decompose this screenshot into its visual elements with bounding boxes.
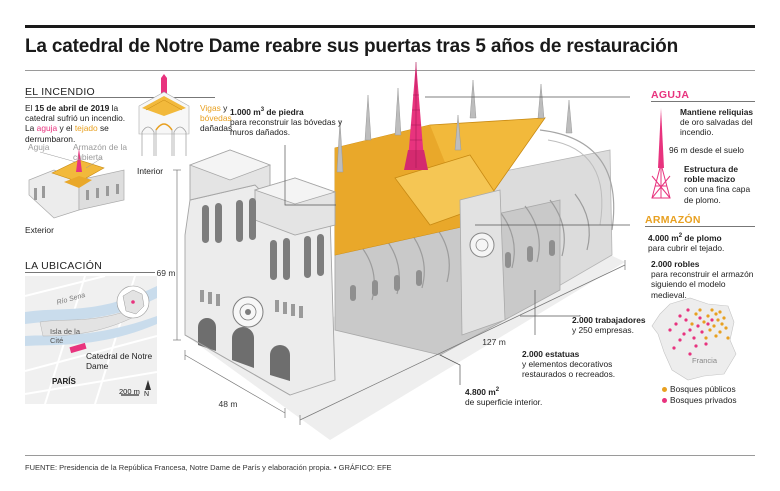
- location-map: [25, 276, 157, 404]
- france-forest-map: [651, 297, 737, 381]
- transept-facade: [459, 189, 506, 336]
- footer-divider: [25, 455, 755, 456]
- apse: [539, 129, 615, 231]
- dimension-lines: [173, 169, 626, 425]
- frame-heading-rule: [645, 226, 755, 227]
- height-dimension: 69 m: [157, 268, 176, 278]
- nave-windows: [350, 240, 555, 301]
- france-label: Francia: [692, 356, 718, 365]
- top-bar: [25, 25, 755, 28]
- fire-description: El 15 de abril de 2019 la catedral sufri…: [25, 103, 126, 144]
- fire-heading-rule: [25, 97, 215, 98]
- length-dimension: 127 m: [482, 337, 506, 347]
- cathedral-illustration: 69 m 48 m 127 m: [157, 62, 630, 440]
- spire-height: 96 m desde el suelo: [669, 145, 744, 155]
- width-dimension: 48 m: [219, 399, 238, 409]
- location-heading: LA UBICACIÓN: [25, 260, 103, 272]
- legend-public: Bosques públicos: [662, 384, 736, 394]
- fire-heading: EL INCENDIO: [25, 86, 96, 98]
- spire-detail-drawing: [651, 108, 671, 199]
- cathedral-marker: [69, 342, 87, 354]
- leader-lines: [284, 96, 630, 385]
- label-aguja-mini: Aguja: [28, 142, 50, 152]
- west-facade: [184, 149, 337, 396]
- legend-private-swatch: [662, 398, 667, 404]
- footer-source: FUENTE: Presidencia de la República Fran…: [25, 463, 392, 472]
- pinnacles: [336, 79, 573, 173]
- page-title: La catedral de Notre Dame reabre sus pue…: [25, 36, 678, 57]
- spire-heading-rule: [651, 101, 755, 102]
- transept-rose-window: [469, 232, 495, 258]
- label-exterior: Exterior: [25, 225, 54, 235]
- fire-exterior-drawing: [28, 148, 125, 219]
- legend-public-swatch: [662, 387, 667, 393]
- north-indicator: N: [144, 391, 150, 398]
- label-armazon-mini: Armazón de la cubierta: [73, 142, 127, 163]
- legend-private: Bosques privados: [662, 395, 737, 405]
- label-interior: Interior: [137, 166, 164, 176]
- frame-heading: ARMAZÓN: [645, 214, 701, 226]
- island-label: Isla de la Cité: [50, 327, 81, 345]
- city-label: PARÍS: [52, 377, 76, 386]
- title-divider: [25, 70, 755, 71]
- location-heading-rule: [25, 272, 155, 273]
- scale-label: 200 m: [119, 387, 140, 396]
- marker-label: Catedral de Notre Dame: [86, 351, 153, 372]
- spire-heading: AGUJA: [651, 89, 690, 101]
- spire: [404, 62, 428, 170]
- fire-interior-drawing: [138, 74, 190, 156]
